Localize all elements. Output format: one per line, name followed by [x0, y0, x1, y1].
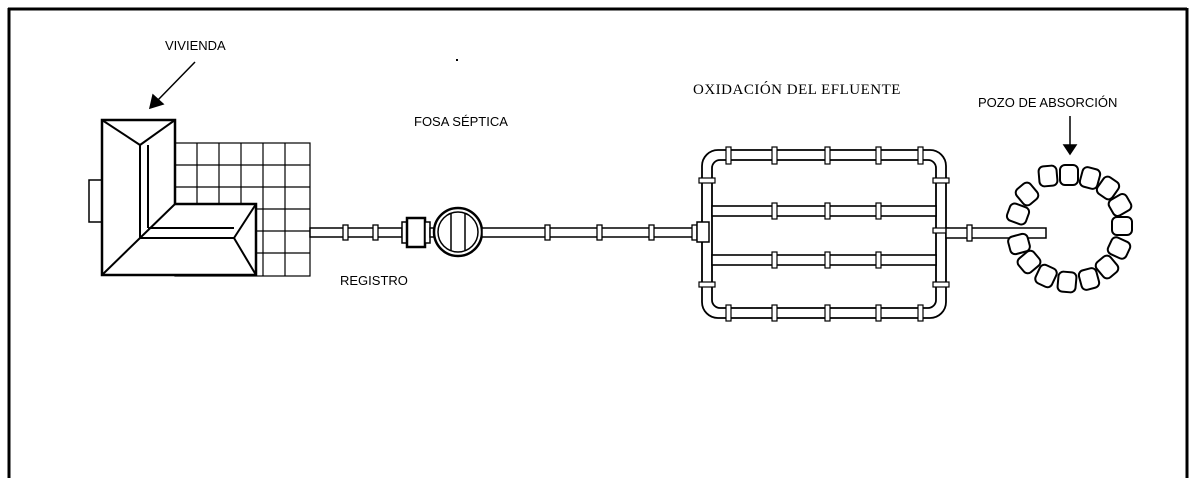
pozo-absorcion-icon — [1005, 164, 1133, 294]
stray-dot — [456, 59, 458, 61]
registro-label: REGISTRO — [340, 273, 408, 288]
fosa-septica-label: FOSA SÉPTICA — [414, 114, 508, 129]
pozo-arrow — [1062, 116, 1078, 156]
vivienda-arrow — [148, 61, 196, 110]
diagram-frame — [7, 7, 1189, 478]
pozo-label: POZO DE ABSORCIÓN — [978, 95, 1117, 110]
registro-icon — [401, 216, 437, 249]
fosa-septica-icon — [432, 206, 484, 258]
oxidacion-label: OXIDACIÓN DEL EFLUENTE — [693, 81, 901, 98]
pipe-field-to-pozo — [945, 224, 1047, 242]
vivienda-label: VIVIENDA — [165, 38, 226, 53]
drain-field-icon — [696, 146, 950, 322]
pipe-fosa-to-field — [481, 224, 698, 241]
pipe-house-to-fosa — [309, 224, 403, 241]
house-icon — [88, 118, 311, 277]
